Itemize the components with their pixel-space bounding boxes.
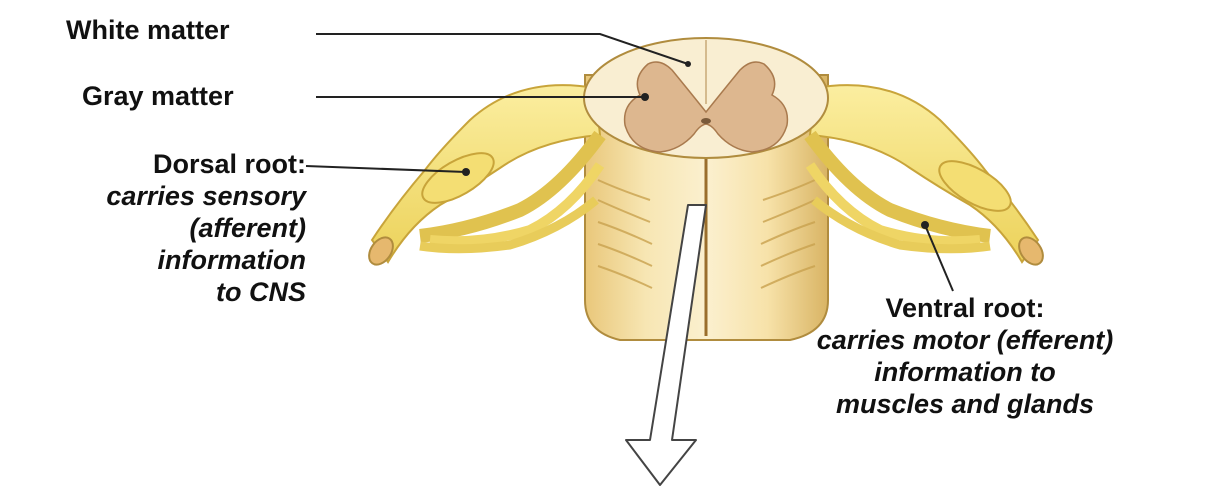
dorsal-root-label: Dorsal root: carries sensory (afferent) … [6,148,306,308]
dorsal-root-desc-2: (afferent) [6,212,306,244]
dorsal-root-desc-3: information [6,244,306,276]
ventral-root-desc-3: muscles and glands [735,388,1195,420]
ventral-root-label: Ventral root: carries motor (efferent) i… [735,292,1195,420]
ventral-root-title: Ventral root: [735,292,1195,324]
gray-matter-label: Gray matter [82,80,234,112]
dorsal-root-title: Dorsal root: [6,148,306,180]
ventral-root-desc-1: carries motor (efferent) [735,324,1195,356]
white-matter-label: White matter [66,14,230,46]
gray-matter-text: Gray matter [82,81,234,111]
ventral-root-nerve [810,85,1048,269]
dorsal-root-desc-1: carries sensory [6,180,306,212]
white-matter-text: White matter [66,15,230,45]
dorsal-root-nerve [364,85,600,269]
ventral-root-desc-2: information to [735,356,1195,388]
dorsal-root-desc-4: to CNS [6,276,306,308]
